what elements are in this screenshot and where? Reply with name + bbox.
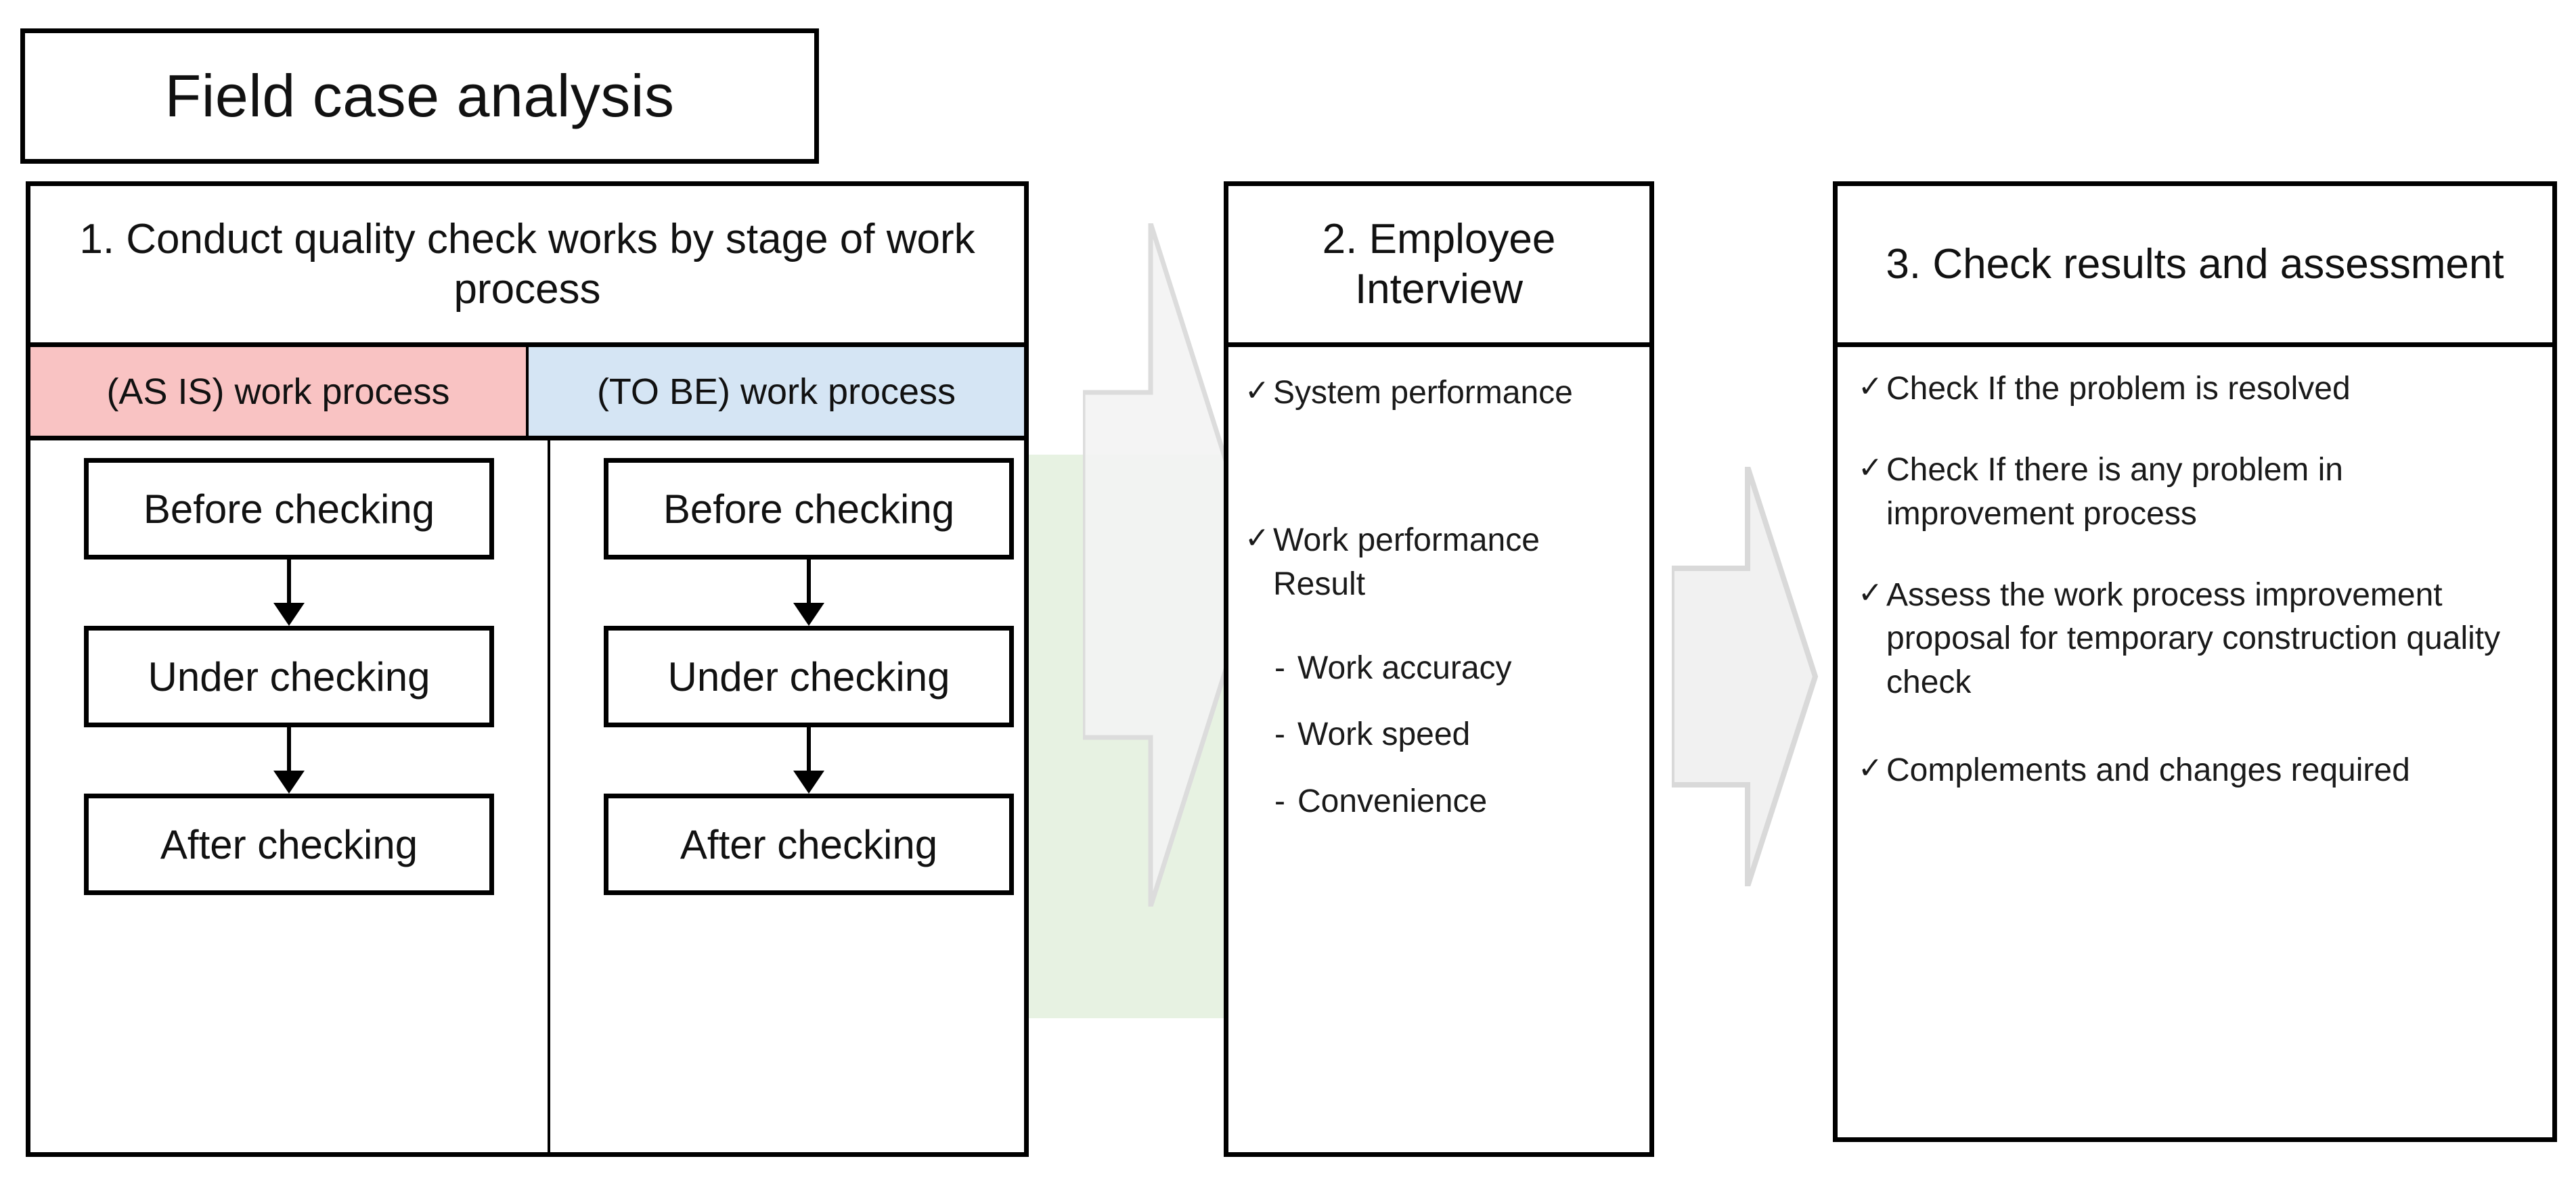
- flow-column-as-is: Before checking Under checking After che…: [30, 440, 548, 1152]
- check-icon: ✓: [1245, 374, 1270, 407]
- list-item-label: Check If the problem is resolved: [1886, 371, 2351, 407]
- list-item-label: Work accuracy: [1297, 649, 1512, 686]
- list-item-label: Work performance Result: [1273, 522, 1540, 602]
- column-header-as-is-label: (AS IS) work process: [106, 371, 450, 412]
- check-icon: ✓: [1858, 576, 1883, 610]
- check-icon: ✓: [1858, 751, 1883, 785]
- panel-1-title: 1. Conduct quality check works by stage …: [79, 216, 975, 313]
- list-item-label: Complements and changes required: [1886, 752, 2410, 788]
- list-item: ✓ Assess the work process improvement pr…: [1858, 574, 2532, 704]
- flow-node-to-be-before: Before checking: [604, 458, 1014, 560]
- flow-node-label: After checking: [160, 821, 418, 867]
- list-item: ✓ Complements and changes required: [1858, 749, 2532, 792]
- flow-node-as-is-under: Under checking: [84, 626, 494, 727]
- flow-node-label: Under checking: [148, 654, 430, 700]
- column-header-to-be-label: (TO BE) work process: [596, 371, 956, 412]
- diagram-title-box: Field case analysis: [20, 28, 819, 164]
- list-item-label: Convenience: [1297, 783, 1488, 819]
- dash-icon: -: [1274, 783, 1285, 819]
- column-divider: [548, 440, 550, 1152]
- panel-3-body: ✓ Check If the problem is resolved ✓ Che…: [1838, 347, 2552, 1137]
- panel-3-header: 3. Check results and assessment: [1838, 186, 2552, 347]
- list-item: ✓ Work performance Result: [1245, 519, 1635, 606]
- list-item: - Work accuracy: [1245, 647, 1635, 690]
- list-item: - Convenience: [1245, 780, 1635, 823]
- panel-2-title: 2. Employee Interview: [1322, 216, 1556, 313]
- flow-node-label: Under checking: [667, 654, 950, 700]
- page-title: Field case analysis: [164, 62, 675, 129]
- check-icon: ✓: [1245, 522, 1270, 555]
- panel-1-header: 1. Conduct quality check works by stage …: [30, 186, 1024, 347]
- panel-conduct-quality-check: 1. Conduct quality check works by stage …: [26, 181, 1029, 1157]
- flow-node-label: Before checking: [143, 486, 435, 532]
- list-item: ✓ Check If there is any problem in impro…: [1858, 449, 2532, 536]
- dash-icon: -: [1274, 649, 1285, 686]
- check-icon: ✓: [1858, 451, 1883, 485]
- flow-node-to-be-under: Under checking: [604, 626, 1014, 727]
- flow-node-label: Before checking: [663, 486, 955, 532]
- panel-2-header: 2. Employee Interview: [1228, 186, 1649, 347]
- dash-icon: -: [1274, 716, 1285, 753]
- check-icon: ✓: [1858, 370, 1883, 403]
- flow-node-to-be-after: After checking: [604, 794, 1014, 895]
- column-header-as-is: (AS IS) work process: [30, 347, 529, 436]
- list-item-label: Work speed: [1297, 716, 1471, 753]
- flow-node-as-is-after: After checking: [84, 794, 494, 895]
- panel-check-results-assessment: 3. Check results and assessment ✓ Check …: [1833, 181, 2557, 1142]
- flow-arrow-2-icon: [1672, 467, 1819, 886]
- list-item-label: System performance: [1273, 375, 1573, 411]
- list-item-label: Check If there is any problem in improve…: [1886, 452, 2343, 532]
- column-header-to-be: (TO BE) work process: [529, 347, 1024, 436]
- list-item: ✓ Check If the problem is resolved: [1858, 367, 2532, 411]
- list-item: - Work speed: [1245, 713, 1635, 756]
- flow-node-as-is-before: Before checking: [84, 458, 494, 560]
- flow-node-label: After checking: [680, 821, 938, 867]
- list-item: ✓ System performance: [1245, 371, 1635, 415]
- flow-column-to-be: Before checking Under checking After che…: [550, 440, 1067, 1152]
- work-process-column-headers: (AS IS) work process (TO BE) work proces…: [30, 347, 1024, 440]
- panel-employee-interview: 2. Employee Interview ✓ System performan…: [1224, 181, 1654, 1157]
- list-item-label: Assess the work process improvement prop…: [1886, 576, 2501, 700]
- panel-3-title: 3. Check results and assessment: [1886, 240, 2504, 288]
- panel-2-body: ✓ System performance ✓ Work performance …: [1228, 347, 1649, 1152]
